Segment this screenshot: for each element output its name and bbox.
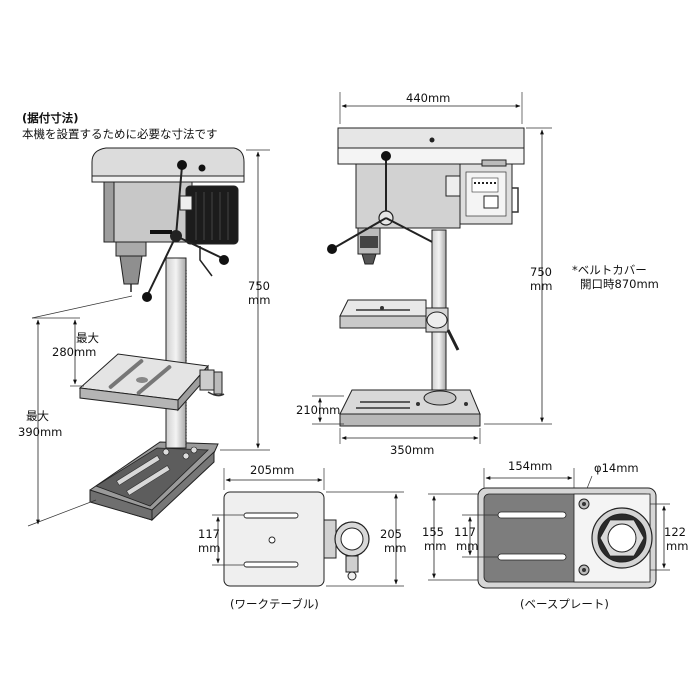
- max-390-label: 最大: [26, 409, 49, 423]
- base-plate-slot: [497, 553, 567, 561]
- hole-diameter-label: φ14mm: [594, 461, 639, 475]
- front-head-body: [355, 163, 461, 229]
- work-table-slot: [243, 512, 299, 519]
- base-depth-value: 155: [422, 525, 444, 539]
- left-height-value: 750: [248, 279, 270, 293]
- front-height-value: 750: [530, 265, 552, 279]
- base-height-label: 210mm: [296, 403, 340, 417]
- install-dims-subtitle: 本機を設置するために必要な寸法です: [22, 127, 218, 141]
- perspective-head: [91, 147, 245, 302]
- front-base: [339, 389, 481, 427]
- table-depth-unit: mm: [384, 541, 406, 555]
- work-table-caption: (ワークテーブル): [230, 597, 319, 611]
- base-depth-unit: mm: [424, 539, 446, 553]
- base-slot-unit: mm: [456, 539, 478, 553]
- feed-handle-knob: [142, 292, 152, 302]
- front-chuck: [361, 253, 377, 265]
- work-table-top-view: [212, 468, 404, 587]
- left-height-unit: mm: [248, 293, 270, 307]
- max-280-value: 280mm: [52, 345, 96, 359]
- base-plate-slot: [497, 511, 567, 519]
- base-width-label: 350mm: [390, 443, 434, 457]
- base-plate-top-view: [428, 468, 670, 589]
- perspective-view: [27, 147, 270, 527]
- front-height-unit: mm: [530, 279, 552, 293]
- front-view: [312, 92, 552, 444]
- base-slot-value: 117: [454, 525, 476, 539]
- belt-cover-note-line2: 開口時870mm: [580, 277, 659, 291]
- front-work-table: [339, 299, 460, 351]
- table-slot-unit: mm: [198, 541, 220, 555]
- belt-cover-note-line1: *ベルトカバー: [572, 263, 647, 277]
- perspective-chuck: [119, 255, 143, 285]
- max-390-value: 390mm: [18, 425, 62, 439]
- feed-handle-knob: [219, 255, 229, 265]
- table-width-label: 205mm: [250, 463, 294, 477]
- table-depth-value: 205: [380, 527, 402, 541]
- base-plate-caption: (ベースプレート): [520, 597, 609, 611]
- perspective-column: [165, 257, 187, 449]
- base-right-value: 122: [664, 525, 686, 539]
- perspective-work-table: [78, 353, 225, 412]
- max-280-label: 最大: [76, 331, 99, 345]
- table-slot-value: 117: [198, 527, 220, 541]
- base-right-unit: mm: [666, 539, 688, 553]
- base-slot-span-label: 154mm: [508, 459, 552, 473]
- work-table-slot: [243, 561, 299, 568]
- work-table-center-hole: [268, 536, 276, 544]
- install-dims-title: (据付寸法): [22, 111, 79, 125]
- feed-handle-knob: [177, 160, 187, 170]
- perspective-base: [89, 441, 219, 522]
- front-width-label: 440mm: [406, 91, 450, 105]
